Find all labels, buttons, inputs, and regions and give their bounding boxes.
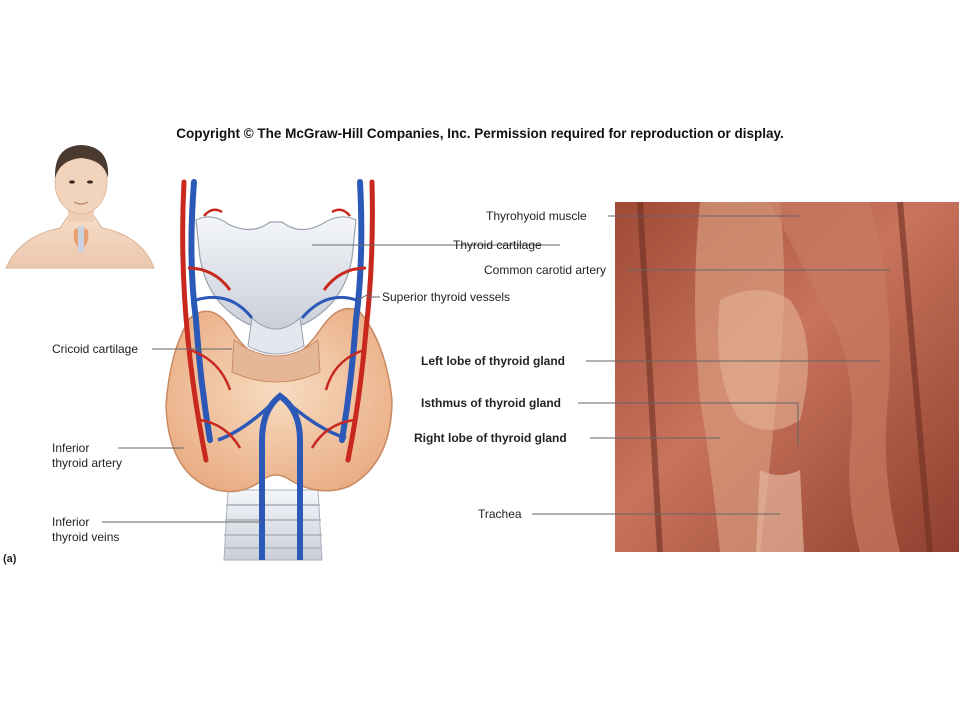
thyroid-illustration (165, 179, 393, 561)
label-inferior-thyroid-artery-line2: thyroid artery (52, 456, 123, 470)
label-inferior-thyroid-veins-line1: Inferior (52, 515, 90, 529)
label-thyroid-cartilage: Thyroid cartilage (453, 238, 542, 252)
dissection-photo (615, 201, 959, 553)
panel-letter: (a) (3, 553, 17, 565)
label-thyrohyoid-muscle: Thyrohyoid muscle (486, 209, 587, 223)
leader-lines (102, 215, 890, 523)
label-isthmus: Isthmus of thyroid gland (421, 396, 561, 410)
label-inferior-thyroid-artery-line1: Inferior (52, 441, 90, 455)
label-cricoid-cartilage: Cricoid cartilage (52, 342, 139, 356)
label-inferior-thyroid-veins-line2: thyroid veins (52, 530, 120, 544)
label-common-carotid-artery: Common carotid artery (484, 263, 607, 277)
label-left-lobe: Left lobe of thyroid gland (421, 354, 565, 368)
copyright-notice: Copyright © The McGraw-Hill Companies, I… (176, 126, 784, 141)
label-right-lobe: Right lobe of thyroid gland (414, 431, 567, 445)
person-inset (5, 145, 155, 269)
label-trachea: Trachea (478, 507, 522, 521)
label-superior-thyroid-vessels: Superior thyroid vessels (382, 290, 511, 304)
